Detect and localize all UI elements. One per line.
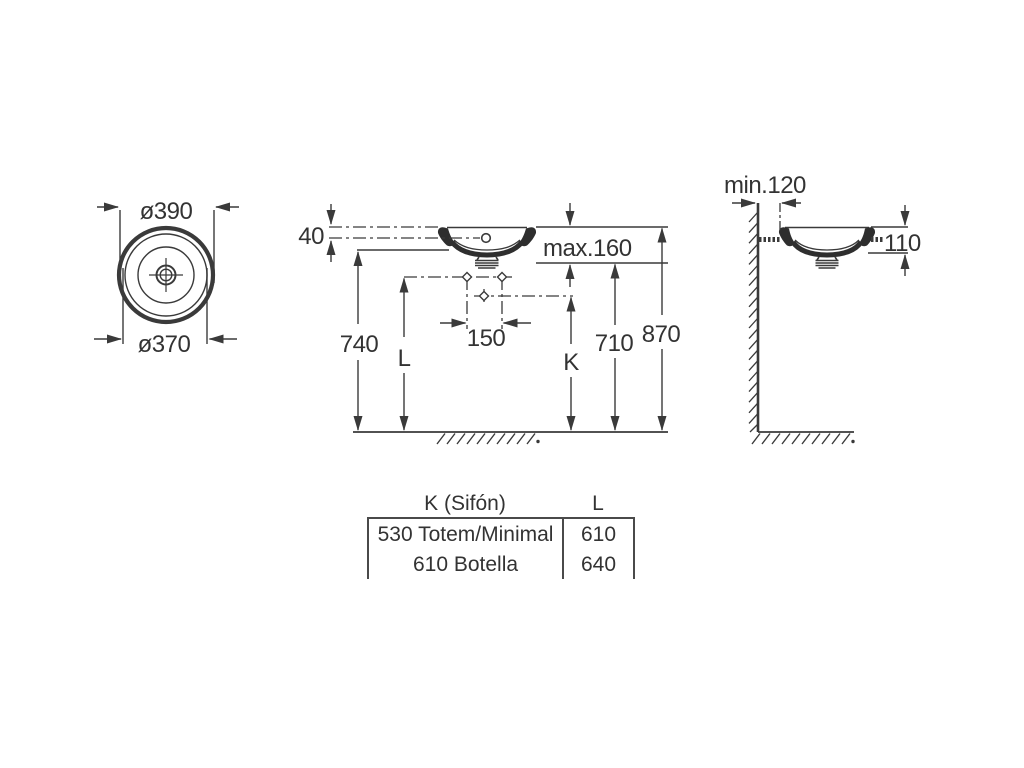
header-l: L bbox=[592, 492, 604, 515]
basin-bowl-circle bbox=[137, 246, 195, 304]
label-min-120: min.120 bbox=[724, 172, 806, 199]
header-k-sifon: K (Sifón) bbox=[424, 492, 506, 515]
spec-table-body: 530 Totem/Minimal 610 610 Botella 640 bbox=[367, 517, 635, 579]
label-870: 870 bbox=[642, 321, 681, 348]
label-L: L bbox=[398, 345, 411, 372]
side-inner-surface bbox=[794, 239, 860, 251]
connection-markers bbox=[461, 271, 508, 302]
side-body bbox=[790, 240, 864, 258]
label-inner-diameter: ø370 bbox=[138, 331, 191, 358]
side-right-wing bbox=[859, 227, 876, 247]
side-left-wing bbox=[778, 227, 795, 247]
front-view bbox=[326, 203, 668, 445]
floor-hatching-dot bbox=[536, 439, 540, 444]
cell-k-value: 610 Botella bbox=[367, 549, 565, 579]
cell-l-value: 610 bbox=[564, 519, 635, 549]
side-floor-hatching-dot bbox=[851, 439, 855, 444]
dim-110 bbox=[868, 205, 910, 276]
side-floor-hatching bbox=[751, 433, 851, 445]
faucet-hole bbox=[480, 232, 492, 244]
label-740: 740 bbox=[340, 331, 379, 358]
label-rim-to-hole: 40 bbox=[298, 223, 324, 250]
spec-table-header: K (Sifón) L bbox=[367, 490, 635, 517]
basin-outer-rim bbox=[116, 225, 216, 325]
label-K: K bbox=[563, 349, 579, 376]
side-view bbox=[732, 198, 910, 445]
label-110: 110 bbox=[884, 230, 921, 257]
label-150: 150 bbox=[467, 325, 506, 352]
label-outer-diameter: ø390 bbox=[140, 198, 193, 225]
label-710: 710 bbox=[595, 330, 634, 357]
cell-k-value: 530 Totem/Minimal bbox=[367, 519, 565, 549]
table-row: 530 Totem/Minimal 610 bbox=[367, 519, 635, 549]
label-max-160: max.160 bbox=[543, 235, 632, 262]
basin-left-wing bbox=[437, 227, 455, 247]
wall-hatching bbox=[748, 211, 759, 433]
cell-l-value: 640 bbox=[564, 549, 635, 579]
drain-tailpiece bbox=[475, 256, 499, 269]
basin-body bbox=[450, 240, 524, 258]
basin-inner-surface bbox=[453, 239, 521, 251]
top-view bbox=[94, 202, 239, 344]
table-row: 610 Botella 640 bbox=[367, 549, 635, 579]
siphon-spec-table: K (Sifón) L 530 Totem/Minimal 610 610 Bo… bbox=[367, 490, 635, 579]
basin-right-wing bbox=[519, 227, 537, 247]
floor-hatching bbox=[436, 433, 536, 445]
dim-outer-diameter bbox=[97, 202, 239, 283]
dim-inner-diameter bbox=[94, 268, 237, 344]
side-drain-tailpiece bbox=[815, 256, 839, 269]
drain-crosshair bbox=[149, 258, 183, 292]
